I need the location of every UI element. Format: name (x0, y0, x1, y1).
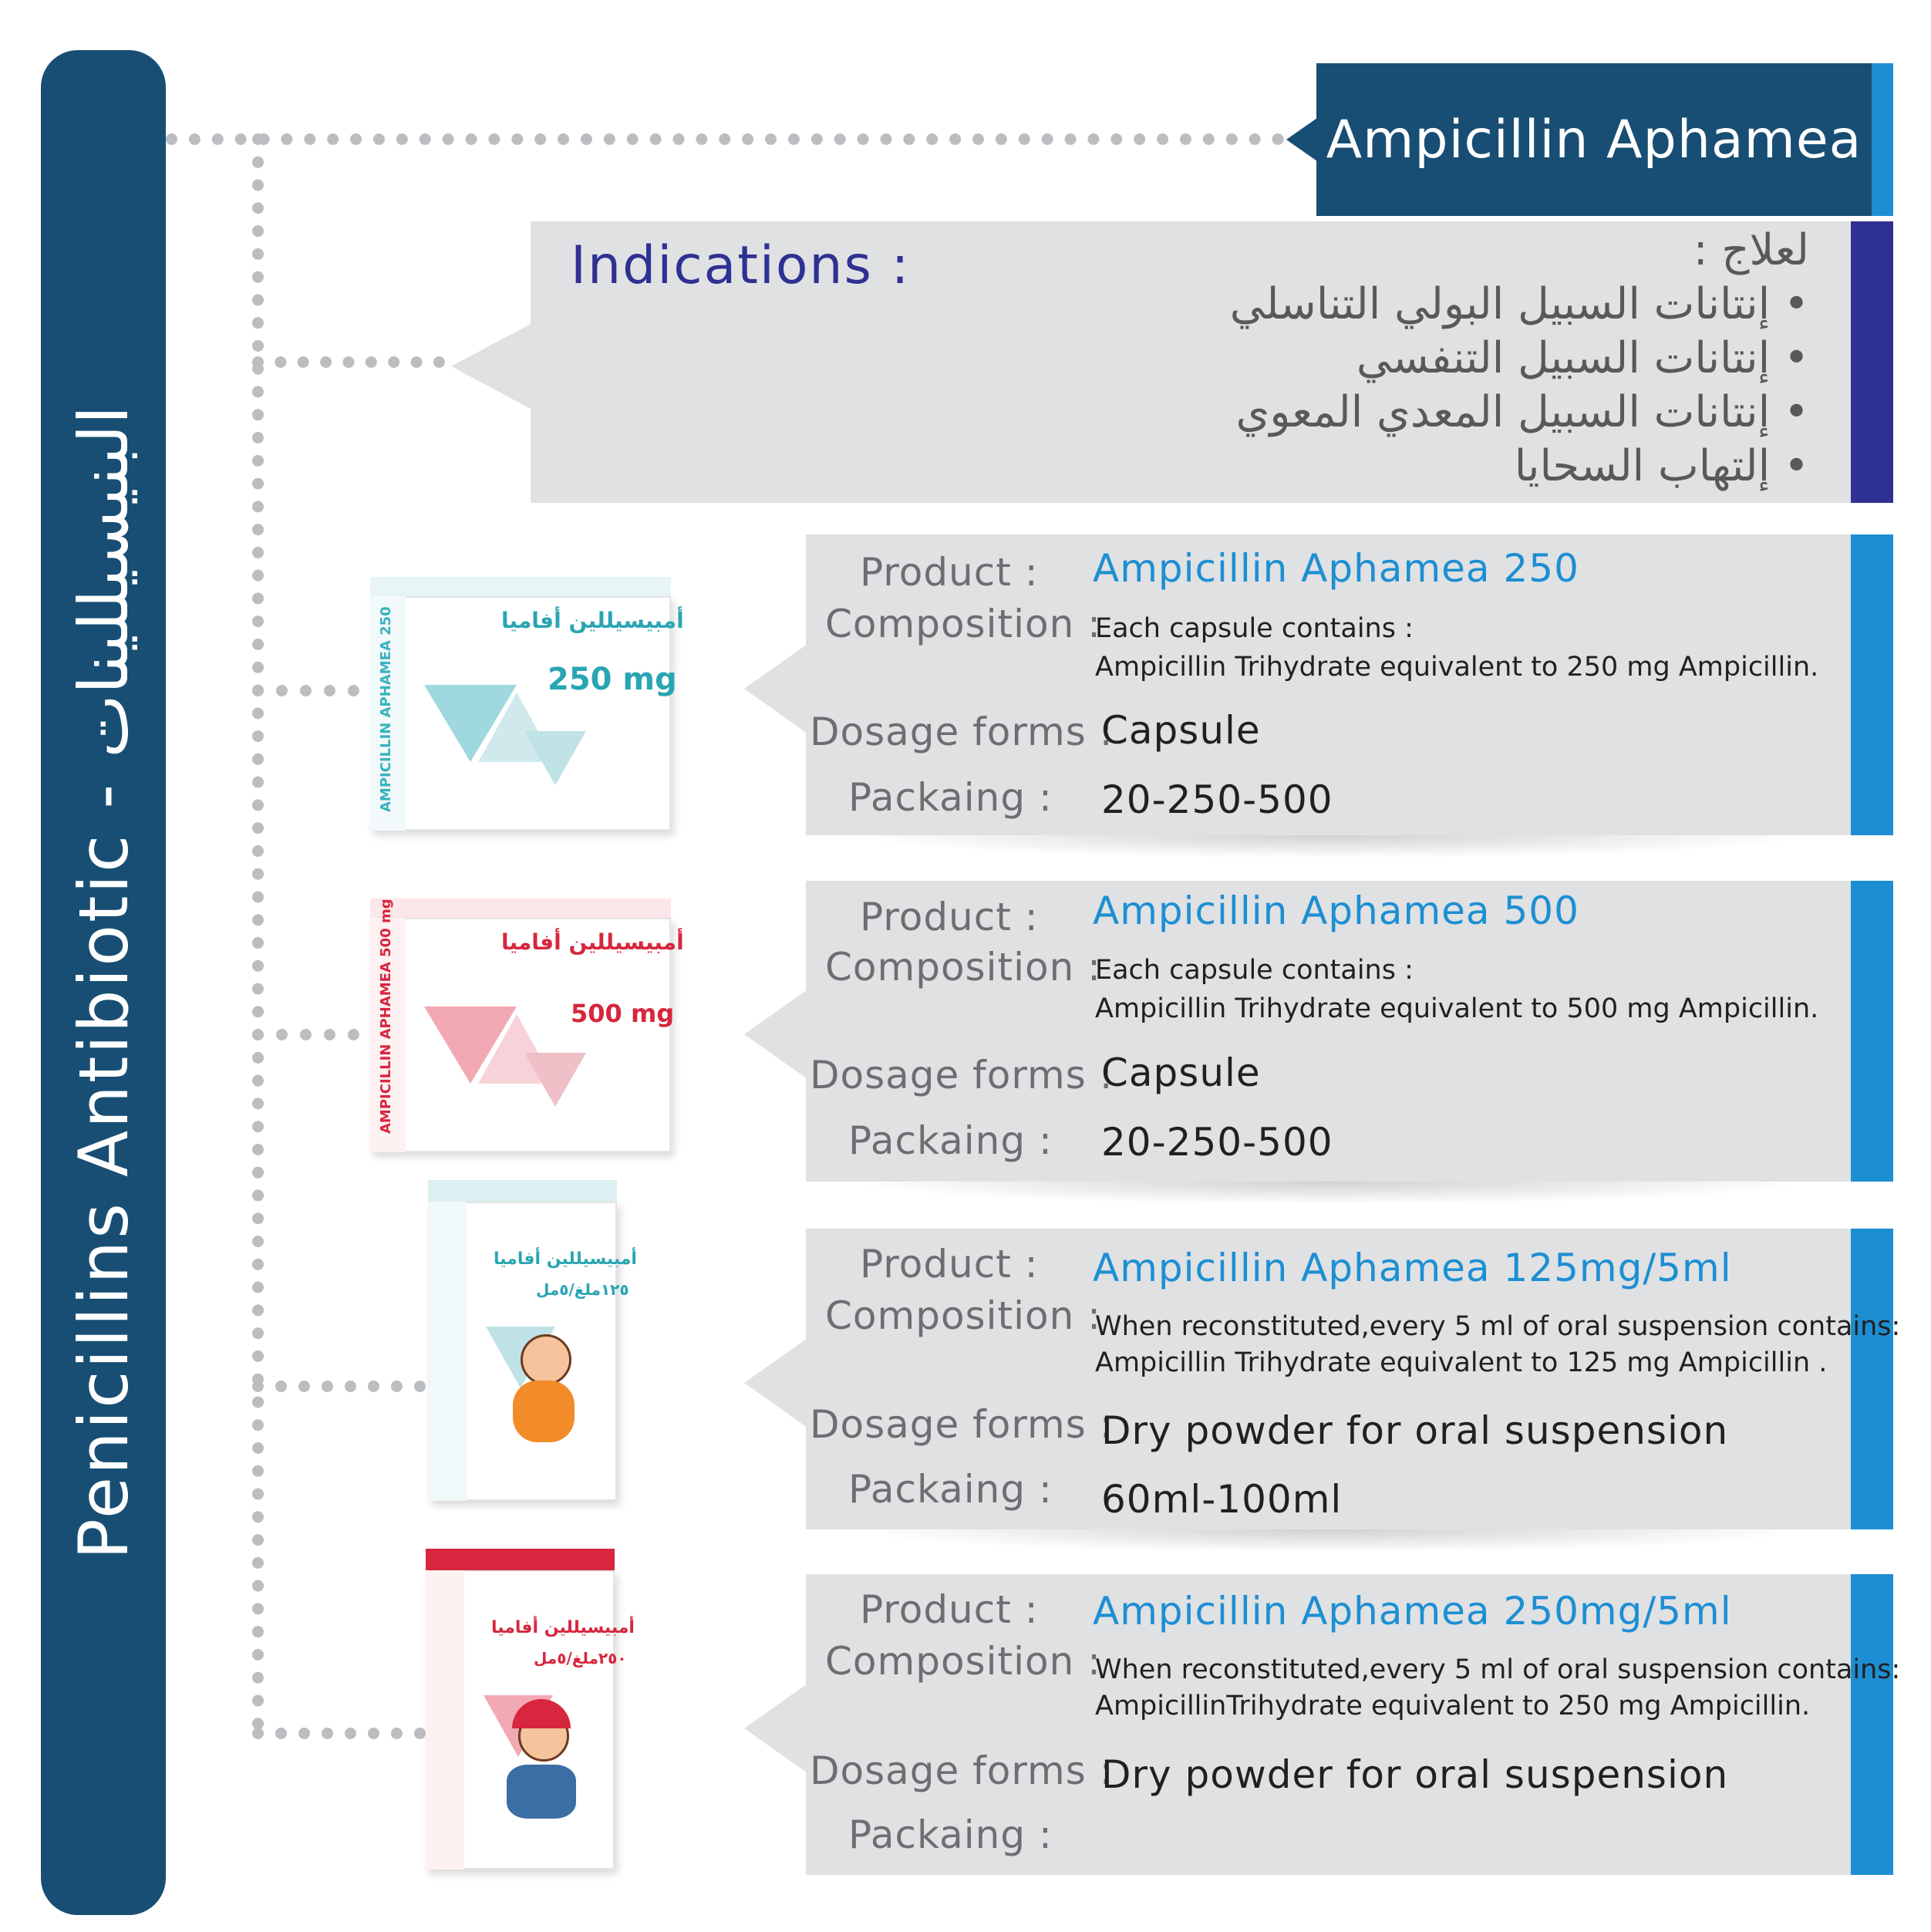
card-pointer (744, 990, 807, 1079)
product-box-250-capsule: AMPICILLIN APHAMEA 250 أمبيسيللين أفاميا… (370, 577, 684, 833)
label-dosage-forms: Dosage forms : (810, 1053, 1114, 1097)
box-brand-arabic: أمبيسيللين أفاميا (501, 608, 684, 633)
indications-accent-bar (1851, 221, 1893, 503)
composition-line-2: Ampicillin Trihydrate equivalent to 500 … (1095, 993, 1819, 1024)
composition-line-2: Ampicillin Trihydrate equivalent to 125 … (1095, 1347, 1828, 1378)
label-dosage-forms: Dosage forms : (810, 710, 1114, 754)
indication-item: • إنتانات السبيل المعدي المعوي (1235, 387, 1809, 437)
composition-line-1: Each capsule contains : (1095, 955, 1414, 986)
card-accent-bar (1851, 1229, 1893, 1529)
box-dose: 500 mg (571, 999, 675, 1028)
product-card-125-suspension (806, 1229, 1851, 1529)
packaging-value: 60ml-100ml (1101, 1477, 1343, 1522)
product-name: Ampicillin Aphamea 500 (1093, 888, 1579, 933)
label-composition: Composition : (825, 945, 1101, 990)
dosage-form-value: Dry powder for oral suspension (1101, 1752, 1729, 1797)
dosage-form-value: Capsule (1101, 708, 1261, 753)
sidebar-pill (41, 50, 166, 1915)
indications-panel (531, 221, 1851, 503)
box-brand-arabic: أمبيسيللين أفاميا (491, 1618, 635, 1637)
product-card-500 (806, 881, 1851, 1182)
title-pointer (1286, 118, 1317, 161)
indication-item: • إلتهاب السحايا (1514, 441, 1809, 491)
card-shadow (848, 1182, 1812, 1205)
connector-product-2 (252, 1029, 383, 1040)
box-vertical-label: AMPICILLIN APHAMEA 500 mg (378, 899, 394, 1134)
card-shadow (848, 835, 1812, 858)
indication-item: • إنتانات السبيل التنفسي (1356, 333, 1809, 383)
product-name: Ampicillin Aphamea 125mg/5ml (1093, 1246, 1732, 1290)
indications-list: لعلاج : • إنتانات السبيل البولي التناسلي… (771, 224, 1809, 494)
card-pointer (744, 1338, 807, 1428)
label-composition: Composition : (825, 602, 1101, 646)
product-name: Ampicillin Aphamea 250 (1093, 546, 1579, 591)
product-family-title: Ampicillin Aphamea (1316, 63, 1872, 216)
connector-product-3 (252, 1381, 426, 1392)
label-dosage-forms: Dosage forms : (810, 1402, 1114, 1447)
product-name: Ampicillin Aphamea 250mg/5ml (1093, 1589, 1732, 1634)
label-composition: Composition : (825, 1639, 1101, 1684)
box-dose: ١٢٥ملغ/٥مل (536, 1280, 629, 1299)
composition-line-1: When reconstituted,every 5 ml of oral su… (1095, 1654, 1901, 1685)
indication-item: • إنتانات السبيل البولي التناسلي (1229, 279, 1809, 329)
dosage-form-value: Dry powder for oral suspension (1101, 1408, 1729, 1453)
label-composition: Composition : (825, 1293, 1101, 1338)
box-brand-arabic: أمبيسيللين أفاميا (494, 1249, 637, 1269)
card-accent-bar (1851, 1574, 1893, 1875)
composition-line-2: AmpicillinTrihydrate equivalent to 250 m… (1095, 1691, 1811, 1721)
sidebar-category-text: Penicillins Antibiotic - البنيسيللينات (63, 405, 143, 1560)
label-product: Product : (860, 1242, 1039, 1286)
packaging-value: 20-250-500 (1101, 777, 1333, 822)
composition-line-1: Each capsule contains : (1095, 613, 1414, 644)
card-accent-bar (1851, 881, 1893, 1182)
product-box-125-suspension: أمبيسيللين أفاميا ١٢٥ملغ/٥مل (428, 1180, 637, 1504)
product-card-250 (806, 534, 1851, 835)
card-pointer (744, 644, 807, 733)
box-dose: ٢٥٠ملغ/٥مل (534, 1649, 627, 1667)
connector-indications (252, 356, 445, 368)
indications-intro: لعلاج : (1693, 225, 1809, 275)
connector-product-4 (252, 1728, 426, 1739)
title-accent-bar (1872, 63, 1893, 216)
mascot-icon (521, 1334, 571, 1385)
indications-heading: Indications : (571, 235, 911, 296)
dosage-form-value: Capsule (1101, 1050, 1261, 1095)
connector-product-1 (252, 685, 383, 696)
label-packaging: Packaing : (848, 1118, 1053, 1163)
card-pointer (744, 1684, 807, 1773)
indications-pointer (451, 324, 531, 409)
label-packaging: Packaing : (848, 1467, 1053, 1512)
connector-trunk (252, 133, 264, 1730)
packaging-value: 20-250-500 (1101, 1120, 1333, 1165)
product-card-250-suspension (806, 1574, 1851, 1875)
product-box-250-suspension: أمبيسيللين أفاميا ٢٥٠ملغ/٥مل (426, 1549, 635, 1873)
box-dose: 250 mg (548, 662, 677, 697)
box-vertical-label: AMPICILLIN APHAMEA 250 (378, 606, 394, 812)
label-dosage-forms: Dosage forms : (810, 1748, 1114, 1793)
label-product: Product : (860, 895, 1039, 939)
label-packaging: Packaing : (848, 1812, 1053, 1857)
box-brand-arabic: أمبيسيللين أفاميا (501, 929, 684, 955)
connector-title (166, 133, 1284, 145)
composition-line-1: When reconstituted,every 5 ml of oral su… (1095, 1311, 1901, 1342)
label-product: Product : (860, 550, 1039, 595)
composition-line-2: Ampicillin Trihydrate equivalent to 250 … (1095, 652, 1819, 683)
label-packaging: Packaing : (848, 775, 1053, 820)
product-box-500-capsule: AMPICILLIN APHAMEA 500 mg أمبيسيللين أفا… (370, 899, 684, 1155)
label-product: Product : (860, 1587, 1039, 1632)
card-shadow (848, 1529, 1812, 1553)
card-accent-bar (1851, 534, 1893, 835)
